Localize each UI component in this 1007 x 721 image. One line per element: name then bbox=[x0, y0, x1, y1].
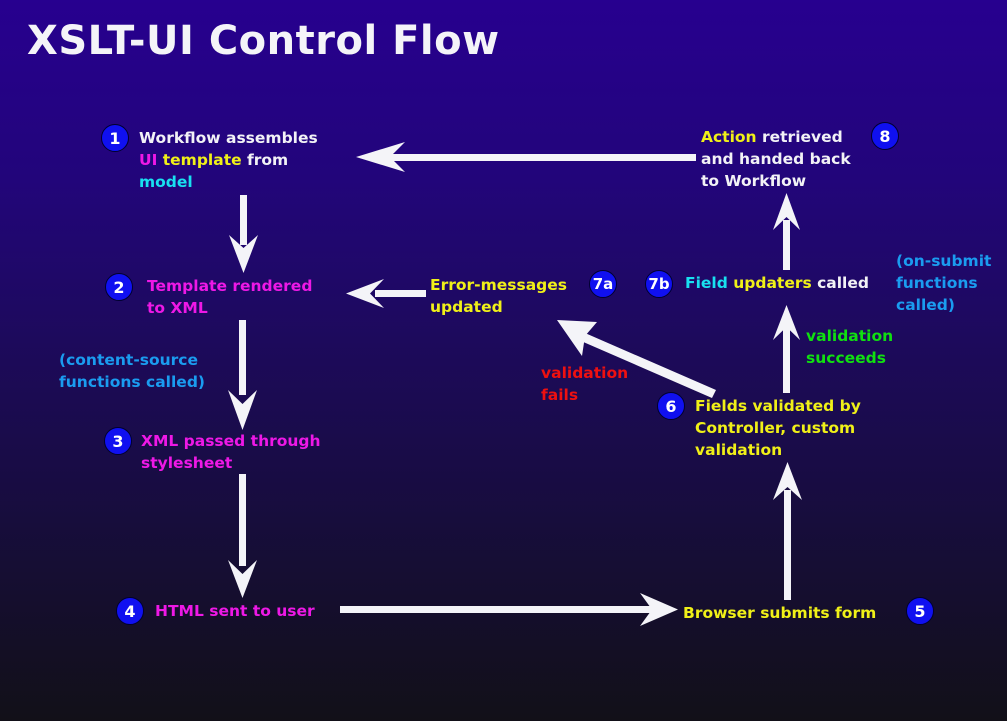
arrow-3-to-4 bbox=[228, 474, 257, 598]
on-submit-annotation: (on-submit functions called) bbox=[896, 250, 991, 316]
arrow-5-to-6 bbox=[773, 462, 802, 600]
arrow-6-to-7b bbox=[773, 305, 800, 393]
arrow-6-to-7a bbox=[557, 320, 716, 398]
validation-succeeds-label: validation succeeds bbox=[806, 325, 893, 369]
validation-succeeds-line1: validation bbox=[806, 327, 894, 345]
step-3-text: XML passed through stylesheet bbox=[141, 430, 321, 474]
step-7b-updaters-word: updaters bbox=[727, 274, 812, 292]
step-2-line2: to XML bbox=[147, 299, 208, 317]
on-submit-line2: functions bbox=[896, 274, 978, 292]
arrow-4-to-5 bbox=[340, 593, 678, 626]
step-7a-text: Error-messages updated bbox=[430, 274, 567, 318]
step-4-text: HTML sent to user bbox=[155, 602, 315, 620]
step-1-template-word: template bbox=[157, 151, 242, 169]
arrow-2-to-3 bbox=[228, 320, 257, 430]
arrow-7b-to-8 bbox=[773, 193, 800, 270]
validation-fails-line2: fails bbox=[541, 386, 579, 404]
arrow-7a-to-2 bbox=[346, 279, 426, 308]
content-source-line1: (content-source bbox=[59, 351, 199, 369]
step-2-text: Template rendered to XML bbox=[147, 275, 312, 319]
step-3-badge: 3 bbox=[104, 427, 132, 455]
step-8-badge: 8 bbox=[871, 122, 899, 150]
step-6-badge: 6 bbox=[657, 392, 685, 420]
step-6-line2: Controller, custom bbox=[695, 419, 856, 437]
step-7b-called-word: called bbox=[811, 274, 869, 292]
step-7b-badge: 7b bbox=[645, 270, 673, 298]
content-source-line2: functions called) bbox=[59, 373, 205, 391]
step-6-line1: Fields validated by bbox=[695, 397, 861, 415]
step-8-line3: to Workflow bbox=[701, 172, 807, 190]
step-1-model-word: model bbox=[139, 173, 193, 191]
step-5-badge: 5 bbox=[906, 597, 934, 625]
step-7b-text: Field updaters called bbox=[685, 272, 869, 294]
step-3-line2: stylesheet bbox=[141, 454, 233, 472]
arrow-8-to-1 bbox=[356, 142, 696, 172]
validation-fails-line1: validation bbox=[541, 364, 629, 382]
step-8-line2: and handed back bbox=[701, 150, 851, 168]
step-5-text: Browser submits form bbox=[683, 604, 877, 622]
step-7b-field-word: Field bbox=[685, 274, 728, 292]
step-4-badge: 4 bbox=[116, 597, 144, 625]
on-submit-line3: called) bbox=[896, 296, 955, 314]
step-6-text: Fields validated by Controller, custom v… bbox=[695, 395, 861, 461]
step-7a-line1: Error-messages bbox=[430, 276, 568, 294]
step-3-line1: XML passed through bbox=[141, 432, 321, 450]
step-1-from-word: from bbox=[241, 151, 289, 169]
step-6-line3: validation bbox=[695, 441, 783, 459]
diagram-title: XSLT-UI Control Flow bbox=[27, 18, 500, 64]
arrow-1-to-2 bbox=[229, 195, 258, 273]
content-source-annotation: (content-source functions called) bbox=[59, 349, 205, 393]
step-1-badge: 1 bbox=[101, 124, 129, 152]
validation-fails-label: validation fails bbox=[541, 362, 628, 406]
step-8-action-word: Action bbox=[701, 128, 757, 146]
on-submit-line1: (on-submit bbox=[896, 252, 992, 270]
step-8-text: Action retrieved and handed back to Work… bbox=[701, 126, 851, 192]
step-7a-line2: updated bbox=[430, 298, 503, 316]
step-2-badge: 2 bbox=[105, 273, 133, 301]
step-2-line1: Template rendered bbox=[147, 277, 313, 295]
step-1-line1: Workflow assembles bbox=[139, 129, 318, 147]
validation-succeeds-line2: succeeds bbox=[806, 349, 886, 367]
step-8-retrieved-word: retrieved bbox=[756, 128, 843, 146]
step-7a-badge: 7a bbox=[589, 270, 617, 298]
step-1-text: Workflow assembles UI template from mode… bbox=[139, 127, 318, 193]
step-1-ui-word: UI bbox=[139, 151, 158, 169]
